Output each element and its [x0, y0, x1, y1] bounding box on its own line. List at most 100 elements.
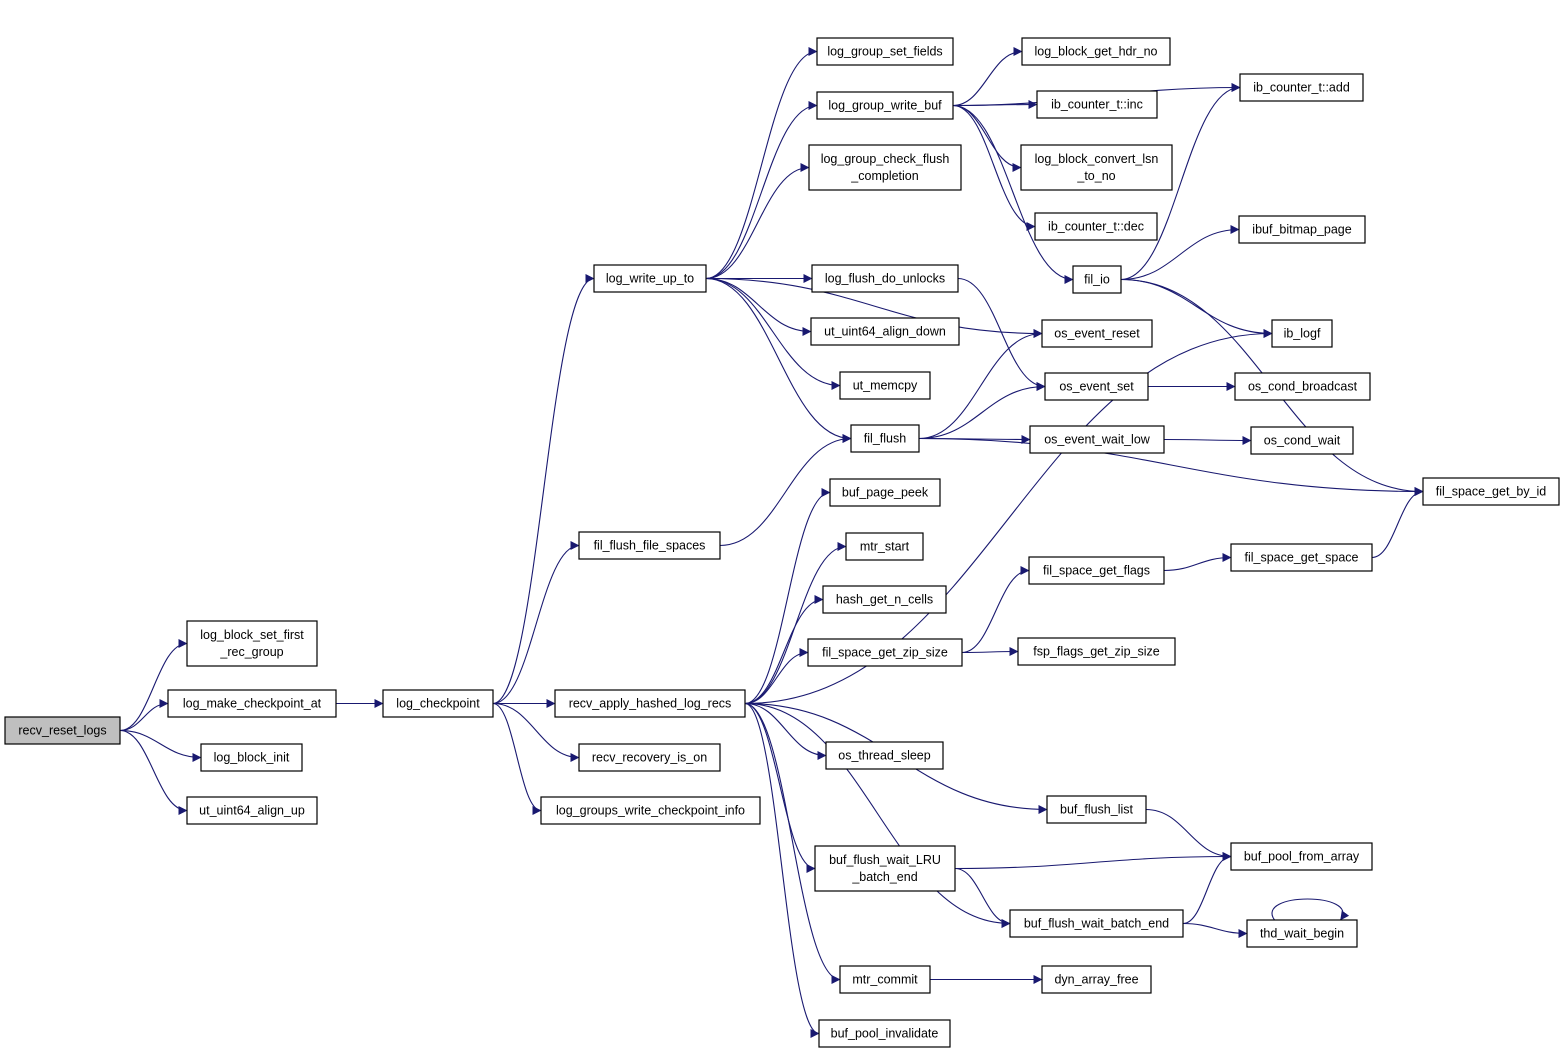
node-log-group-check-flush-completion[interactable]: log_group_check_flush_completion: [808, 144, 962, 191]
node-log-block-set-first-rec-group[interactable]: log_block_set_first _rec_group: [186, 620, 318, 667]
node-ib-counter-t-dec[interactable]: ib_counter_t::dec: [1034, 212, 1158, 241]
node-label: fil_flush_file_spaces: [594, 539, 706, 553]
node-box: [814, 845, 956, 892]
edge-buf-flush-wait-batch-end-to-thd-wait-begin: [1182, 922, 1248, 938]
edge-recv-apply-hashed-log-recs-to-buf-page-peek: [744, 488, 831, 705]
node-label: thd_wait_begin: [1260, 927, 1344, 941]
node-fil-space-get-by-id[interactable]: fil_space_get_by_id: [1422, 477, 1560, 506]
node-label: buf_pool_invalidate: [831, 1027, 939, 1041]
node-ut-uint64-align-down[interactable]: ut_uint64_align_down: [810, 317, 960, 346]
node-box: [1036, 90, 1158, 119]
node-log-checkpoint[interactable]: log_checkpoint: [382, 689, 494, 718]
node-box: [1044, 372, 1149, 401]
node-label: buf_flush_list: [1060, 803, 1133, 817]
node-label: fil_space_get_by_id: [1436, 485, 1547, 499]
node-box: [554, 689, 746, 718]
node-log-block-get-hdr-no[interactable]: log_block_get_hdr_no: [1021, 37, 1171, 66]
node-label: mtr_commit: [852, 973, 918, 987]
node-label: fil_space_get_space: [1245, 551, 1359, 565]
node-box: [540, 796, 761, 825]
node-label: ibuf_bitmap_page: [1252, 223, 1351, 237]
edge-fil-flush-to-fil-space-get-by-id: [918, 437, 1424, 496]
node-ut-uint64-align-up[interactable]: ut_uint64_align_up: [186, 796, 318, 825]
node-fil-space-get-space[interactable]: fil_space_get_space: [1230, 543, 1373, 572]
node-box: [807, 638, 963, 667]
node-fil-space-get-zip-size[interactable]: fil_space_get_zip_size: [807, 638, 963, 667]
node-recv-recovery-is-on[interactable]: recv_recovery_is_on: [578, 743, 721, 772]
node-label: log_block_set_first: [200, 628, 304, 642]
node-log-write-up-to[interactable]: log_write_up_to: [593, 264, 707, 293]
node-mtr-commit[interactable]: mtr_commit: [839, 965, 931, 994]
node-label: log_write_up_to: [606, 272, 694, 286]
node-log-flush-do-unlocks[interactable]: log_flush_do_unlocks: [811, 264, 959, 293]
node-fil-space-get-flags[interactable]: fil_space_get_flags: [1028, 556, 1165, 585]
node-box: [850, 424, 920, 453]
node-ib-counter-t-add[interactable]: ib_counter_t::add: [1239, 73, 1364, 102]
node-box: [1029, 425, 1165, 454]
node-box: [816, 91, 954, 120]
node-buf-flush-wait-lru-batch-end[interactable]: buf_flush_wait_LRU_batch_end: [814, 845, 956, 892]
node-box: [1072, 265, 1122, 294]
edge-recv-apply-hashed-log-recs-to-fil-space-get-zip-size: [744, 648, 809, 705]
node-os-thread-sleep[interactable]: os_thread_sleep: [825, 741, 944, 770]
node-fil-flush-file-spaces[interactable]: fil_flush_file_spaces: [578, 531, 721, 560]
edge-recv-reset-logs-to-ut-uint64-align-up: [119, 729, 188, 815]
node-ut-memcpy[interactable]: ut_memcpy: [839, 371, 931, 400]
edge-fil-io-to-ib-counter-t-add: [1120, 83, 1241, 281]
node-box: [1046, 795, 1147, 824]
node-log-group-write-buf[interactable]: log_group_write_buf: [816, 91, 954, 120]
node-box: [578, 531, 721, 560]
edge-log-group-write-buf-to-fil-io: [952, 104, 1074, 284]
node-box: [825, 741, 944, 770]
node-buf-flush-list[interactable]: buf_flush_list: [1046, 795, 1147, 824]
node-recv-reset-logs[interactable]: recv_reset_logs: [4, 716, 121, 745]
edge-recv-apply-hashed-log-recs-to-buf-flush-wait-batch-end: [744, 702, 1011, 928]
node-os-event-set[interactable]: os_event_set: [1044, 372, 1149, 401]
node-label: hash_get_n_cells: [836, 593, 933, 607]
node-box: [186, 796, 318, 825]
node-label: log_groups_write_checkpoint_info: [556, 804, 745, 818]
node-fil-flush[interactable]: fil_flush: [850, 424, 920, 453]
node-ib-logf[interactable]: ib_logf: [1271, 319, 1333, 348]
node-label: _rec_group: [219, 645, 283, 659]
edge-log-flush-do-unlocks-to-os-event-set: [957, 277, 1046, 391]
node-os-cond-wait[interactable]: os_cond_wait: [1250, 426, 1354, 455]
node-fsp-flags-get-zip-size[interactable]: fsp_flags_get_zip_size: [1017, 637, 1176, 666]
edge-fil-flush-to-os-event-reset: [918, 329, 1043, 440]
node-os-cond-broadcast[interactable]: os_cond_broadcast: [1234, 372, 1371, 401]
node-fil-io[interactable]: fil_io: [1072, 265, 1122, 294]
node-label: recv_recovery_is_on: [592, 751, 707, 765]
node-label: buf_flush_wait_LRU: [829, 853, 941, 867]
node-log-block-convert-lsn-to-no[interactable]: log_block_convert_lsn_to_no: [1020, 144, 1173, 191]
edge-fil-flush-to-os-event-set: [918, 382, 1046, 440]
node-os-event-wait-low[interactable]: os_event_wait_low: [1029, 425, 1165, 454]
node-box: [816, 37, 954, 66]
edge-recv-apply-hashed-log-recs-to-ib-logf: [744, 329, 1273, 705]
node-os-event-reset[interactable]: os_event_reset: [1041, 319, 1153, 348]
node-buf-page-peek[interactable]: buf_page_peek: [829, 478, 941, 507]
node-log-group-set-fields[interactable]: log_group_set_fields: [816, 37, 954, 66]
node-buf-pool-from-array[interactable]: buf_pool_from_array: [1230, 842, 1373, 871]
node-hash-get-n-cells[interactable]: hash_get_n_cells: [822, 585, 947, 614]
node-recv-apply-hashed-log-recs[interactable]: recv_apply_hashed_log_recs: [554, 689, 746, 718]
node-label: fil_io: [1084, 273, 1110, 287]
edge-recv-apply-hashed-log-recs-to-mtr-commit: [744, 702, 841, 984]
edge-thd-wait-begin-to-thd-wait-begin: [1271, 898, 1350, 921]
node-log-groups-write-checkpoint-info[interactable]: log_groups_write_checkpoint_info: [540, 796, 761, 825]
node-label: recv_reset_logs: [18, 724, 106, 738]
edge-log-write-up-to-to-log-group-write-buf: [705, 101, 818, 280]
node-ibuf-bitmap-page[interactable]: ibuf_bitmap_page: [1238, 215, 1366, 244]
node-buf-flush-wait-batch-end[interactable]: buf_flush_wait_batch_end: [1009, 909, 1184, 938]
node-thd-wait-begin[interactable]: thd_wait_begin: [1246, 919, 1358, 948]
edge-buf-flush-wait-lru-batch-end-to-buf-flush-wait-batch-end: [954, 867, 1011, 928]
edge-log-checkpoint-to-log-groups-write-checkpoint-info: [492, 702, 542, 815]
node-mtr-start[interactable]: mtr_start: [845, 532, 924, 561]
node-buf-pool-invalidate[interactable]: buf_pool_invalidate: [818, 1019, 951, 1048]
node-log-make-checkpoint-at[interactable]: log_make_checkpoint_at: [167, 689, 337, 718]
edge-recv-reset-logs-to-log-make-checkpoint-at: [119, 699, 169, 732]
node-log-block-init[interactable]: log_block_init: [200, 743, 303, 772]
node-box: [1020, 144, 1173, 191]
edge-log-write-up-to-to-log-group-set-fields: [705, 47, 818, 280]
node-ib-counter-t-inc[interactable]: ib_counter_t::inc: [1036, 90, 1158, 119]
node-dyn-array-free[interactable]: dyn_array_free: [1041, 965, 1152, 994]
